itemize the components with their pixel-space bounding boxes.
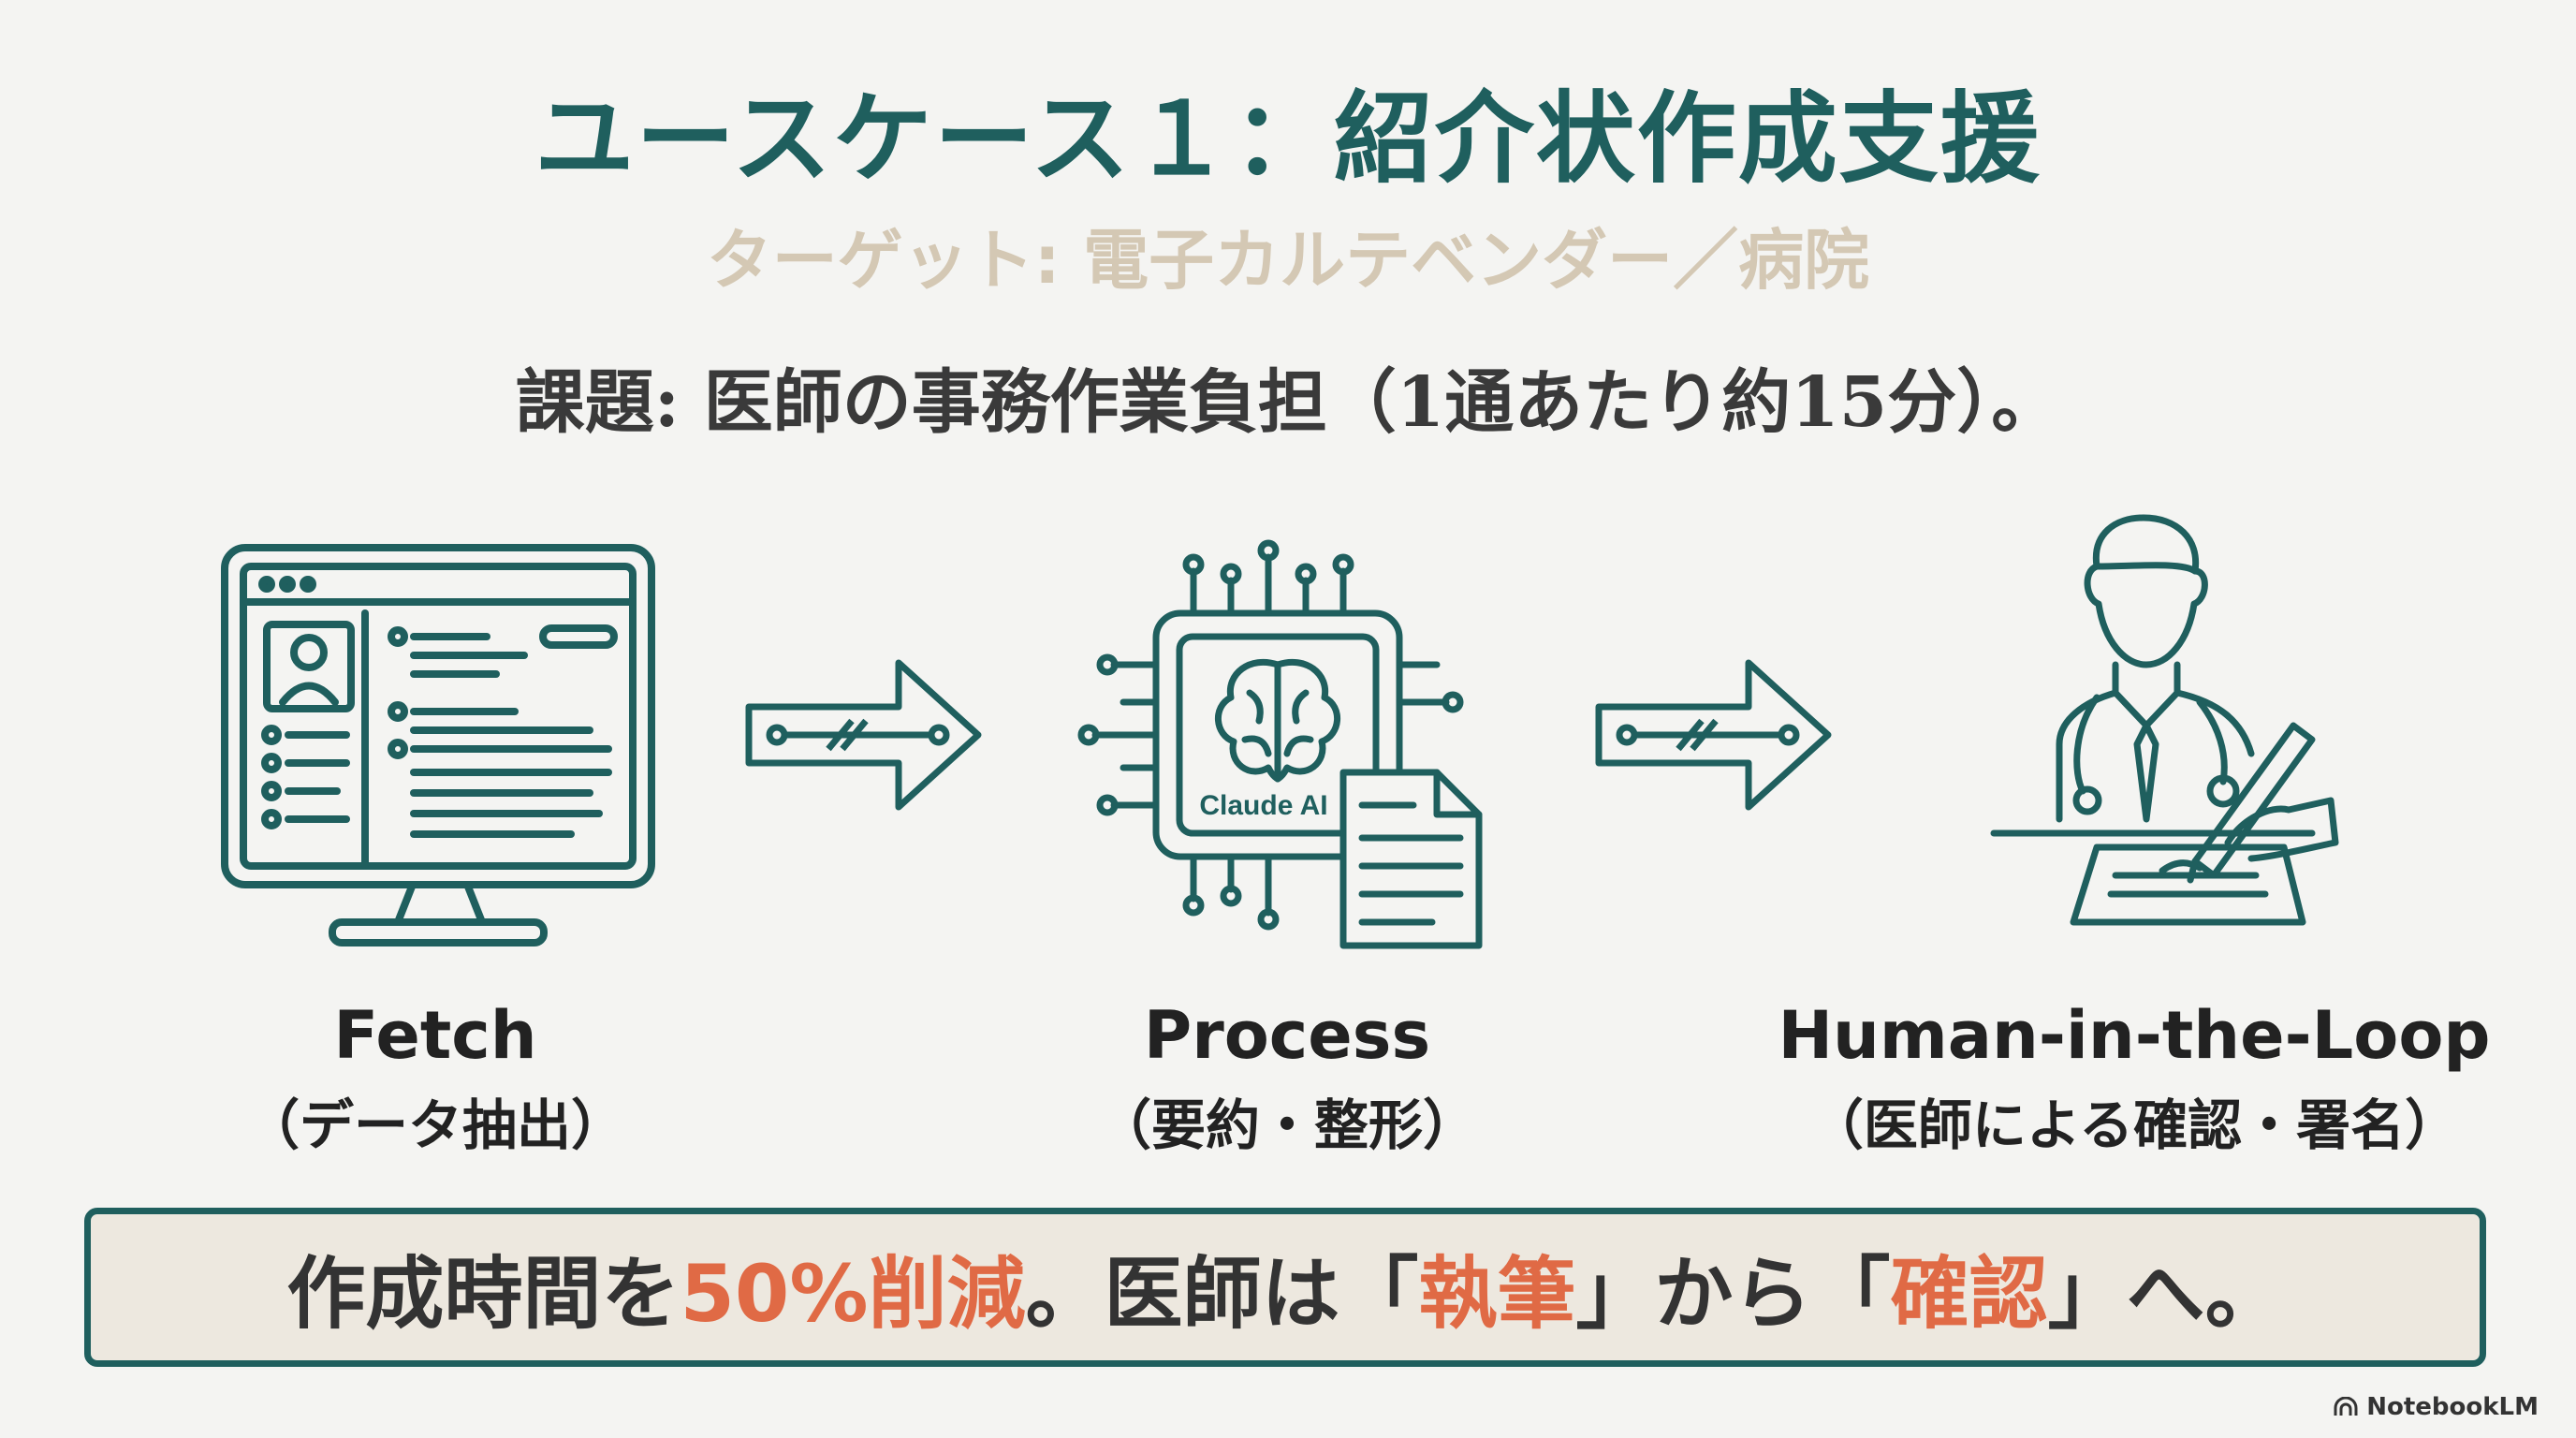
result-highlight-reduction: 50%削減 (680, 1247, 1026, 1340)
notebooklm-logo-icon (2334, 1397, 2358, 1416)
step-fetch-sub: （データ抽出） (244, 1093, 625, 1157)
monitor-icon (221, 544, 655, 946)
slide-title: ユースケース１：紹介状作成支援 (534, 81, 2042, 197)
result-highlight-writing: 執筆 (1418, 1247, 1576, 1340)
brand-watermark: NotebookLM (2333, 1393, 2539, 1421)
result-highlight-review: 確認 (1890, 1247, 2048, 1340)
step-process-sub: （要約・整形） (1096, 1093, 1477, 1157)
result-text-4: 」へ。 (2047, 1247, 2284, 1340)
step-fetch-label: Fetch (333, 997, 537, 1074)
step-hitl-sub: （医師による確認・署名） (1808, 1093, 2460, 1157)
slide-subtitle: ターゲット: 電子カルテベンダー／病院 (706, 222, 1870, 299)
result-text-1: 作成時間を (286, 1247, 681, 1340)
brand-name: NotebookLM (2366, 1393, 2539, 1421)
arrow-right-icon (745, 659, 982, 811)
doctor-icon (1990, 514, 2339, 926)
step-process-label: Process (1143, 997, 1431, 1074)
chip-label: Claude AI (1199, 790, 1327, 821)
result-text-2: 。医師は「 (1025, 1247, 1419, 1340)
result-text-3: 」から「 (1575, 1247, 1891, 1340)
pen-icon (2187, 722, 2339, 884)
issue-statement: 課題: 医師の事務作業負担（1通あたり約15分）。 (515, 362, 2061, 443)
ai-chip-icon: Claude AI (1077, 539, 1483, 949)
arrow-right-icon (1595, 659, 1832, 811)
step-hitl-label: Human-in-the-Loop (1778, 997, 2491, 1074)
